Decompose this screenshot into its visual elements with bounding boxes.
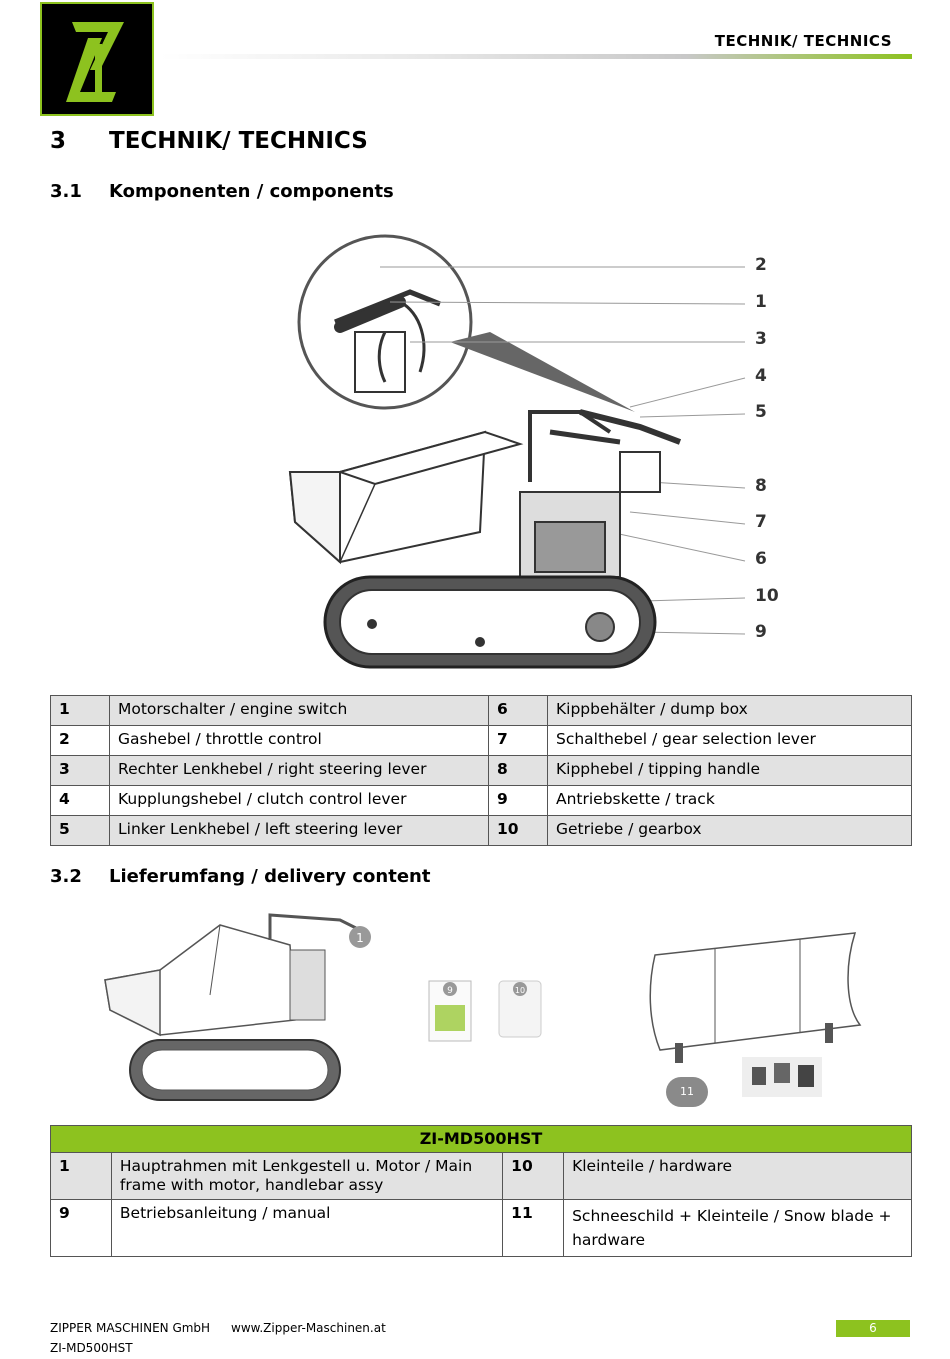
header-divider: [160, 54, 912, 59]
subsection-number: 3.1: [50, 181, 82, 202]
table-header-row: ZI-MD500HST: [50, 1125, 912, 1153]
section-title: TECHNIK/ TECHNICS: [109, 128, 368, 154]
footer-website[interactable]: www.Zipper-Maschinen.at: [231, 1321, 386, 1335]
component-number: 3: [50, 755, 110, 786]
component-number: 5: [50, 815, 110, 846]
component-number: 1: [50, 695, 110, 726]
callout-4: 4: [755, 366, 767, 386]
badge-main-label: 1: [356, 931, 364, 945]
table-row: 3 Rechter Lenkhebel / right steering lev…: [50, 755, 912, 786]
zipper-logo: [40, 2, 154, 116]
table-row: 4 Kupplungshebel / clutch control lever …: [50, 785, 912, 816]
component-name: Kupplungshebel / clutch control lever: [109, 785, 489, 816]
component-name: Kipphebel / tipping handle: [547, 755, 912, 786]
delivery-item: Betriebsanleitung / manual: [110, 1199, 504, 1257]
component-name: Linker Lenkhebel / left steering lever: [109, 815, 489, 846]
component-number: 4: [50, 785, 110, 816]
footer-company: ZIPPER MASCHINEN GmbH: [50, 1321, 211, 1335]
dumper-component-diagram: [280, 232, 800, 682]
component-name: Schalthebel / gear selection lever: [547, 725, 912, 756]
callout-9: 9: [755, 622, 767, 642]
callout-7: 7: [755, 512, 767, 532]
component-name: Getriebe / gearbox: [547, 815, 912, 846]
table-row: 5 Linker Lenkhebel / left steering lever…: [50, 815, 912, 846]
subsection-heading-components: 3.1 Komponenten / components: [50, 181, 394, 202]
component-number: 7: [488, 725, 548, 756]
footer-model: ZI-MD500HST: [50, 1341, 133, 1355]
component-number: 2: [50, 725, 110, 756]
blade-hardware-image: [742, 1057, 822, 1101]
subsection-number: 3.2: [50, 866, 82, 887]
callout-8: 8: [755, 476, 767, 496]
badge-manual-label: 9: [447, 986, 453, 996]
component-name: Antriebskette / track: [547, 785, 912, 816]
subsection-title: Lieferumfang / delivery content: [109, 866, 431, 887]
table-row: 2 Gashebel / throttle control 7 Schalthe…: [50, 725, 912, 756]
component-name: Motorschalter / engine switch: [109, 695, 489, 726]
subsection-title: Komponenten / components: [109, 181, 394, 202]
dumper-product-image: 1: [100, 910, 380, 1114]
badge-hardware-label: 10: [515, 986, 525, 995]
component-number: 8: [488, 755, 548, 786]
callout-1: 1: [755, 292, 767, 312]
subsection-heading-delivery: 3.2 Lieferumfang / delivery content: [50, 866, 430, 887]
header-title: TECHNIK/ TECHNICS: [714, 32, 892, 50]
component-name: Gashebel / throttle control: [109, 725, 489, 756]
component-number: 6: [488, 695, 548, 726]
component-name: Kippbehälter / dump box: [547, 695, 912, 726]
component-number: 10: [488, 815, 548, 846]
delivery-item: Schneeschild + Kleinteile / Snow blade +…: [563, 1199, 912, 1257]
delivery-item: Hauptrahmen mit Lenkgestell u. Motor / M…: [110, 1152, 504, 1200]
model-heading: ZI-MD500HST: [50, 1125, 912, 1153]
hardware-bag-image: 10: [495, 975, 545, 1049]
section-number: 3: [50, 128, 67, 154]
callout-3: 3: [755, 329, 767, 349]
table-row: 1 Motorschalter / engine switch 6 Kippbe…: [50, 695, 912, 726]
callout-2: 2: [755, 255, 767, 275]
delivery-table: ZI-MD500HST 1 Hauptrahmen mit Lenkgestel…: [50, 1125, 912, 1257]
manual-package-image: 9: [425, 975, 475, 1049]
page-number: 6: [836, 1320, 910, 1337]
delivery-number: 1: [50, 1152, 112, 1200]
table-row: 9 Betriebsanleitung / manual 11 Schneesc…: [50, 1199, 912, 1257]
delivery-item: Kleinteile / hardware: [563, 1152, 912, 1200]
callout-6: 6: [755, 549, 767, 569]
table-row: 1 Hauptrahmen mit Lenkgestell u. Motor /…: [50, 1152, 912, 1200]
components-table: 1 Motorschalter / engine switch 6 Kippbe…: [50, 695, 912, 846]
callout-5: 5: [755, 402, 767, 422]
component-number: 9: [488, 785, 548, 816]
badge-blade: 11: [666, 1077, 708, 1107]
delivery-number: 9: [50, 1199, 112, 1257]
component-name: Rechter Lenkhebel / right steering lever: [109, 755, 489, 786]
callout-10: 10: [755, 586, 779, 606]
delivery-number: 10: [502, 1152, 565, 1200]
delivery-number: 11: [502, 1199, 565, 1257]
section-heading: 3 TECHNIK/ TECHNICS: [50, 128, 368, 154]
snow-blade-image: [640, 925, 870, 1069]
